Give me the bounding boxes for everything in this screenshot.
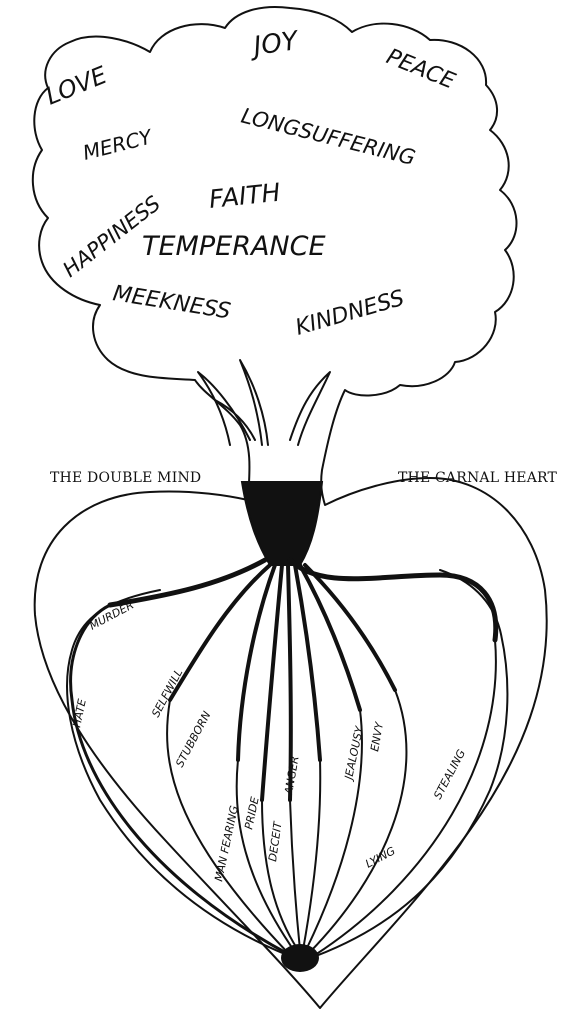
root-pride: PRIDE	[242, 796, 262, 831]
roots	[71, 560, 496, 955]
sprout-leaves	[198, 360, 330, 445]
fruit-mercy: MERCY	[80, 124, 155, 165]
fruit-longsuffering: LONGSUFFERING	[239, 104, 418, 170]
fruit-meekness: MEEKNESS	[111, 281, 232, 324]
root-lying: LYING	[363, 844, 397, 870]
fruit-love: LOVE	[42, 61, 112, 111]
fruit-temperance: TEMPERANCE	[142, 231, 326, 262]
fruit-kindness: KINDNESS	[293, 286, 407, 341]
root-deceit: DECEIT	[266, 820, 285, 863]
root-knot	[281, 944, 319, 972]
tree-trunk	[242, 482, 322, 565]
root-stubborn: STUBBORN	[173, 709, 213, 769]
fruit-peace: PEACE	[383, 44, 459, 94]
fruit-words: LOVE JOY PEACE MERCY LONGSUFFERING HAPPI…	[42, 26, 459, 341]
root-man-fearing: MAN FEARING	[212, 804, 241, 882]
root-anger: ANGER	[282, 755, 302, 797]
fruit-faith: FAITH	[208, 178, 282, 214]
root-selfwill: SELFWILL	[149, 667, 185, 720]
fruit-joy: JOY	[247, 26, 302, 63]
caption-double-mind: THE DOUBLE MIND	[50, 470, 201, 486]
caption-carnal-heart: THE CARNAL HEART	[398, 470, 558, 486]
root-envy: ENVY	[368, 720, 386, 752]
